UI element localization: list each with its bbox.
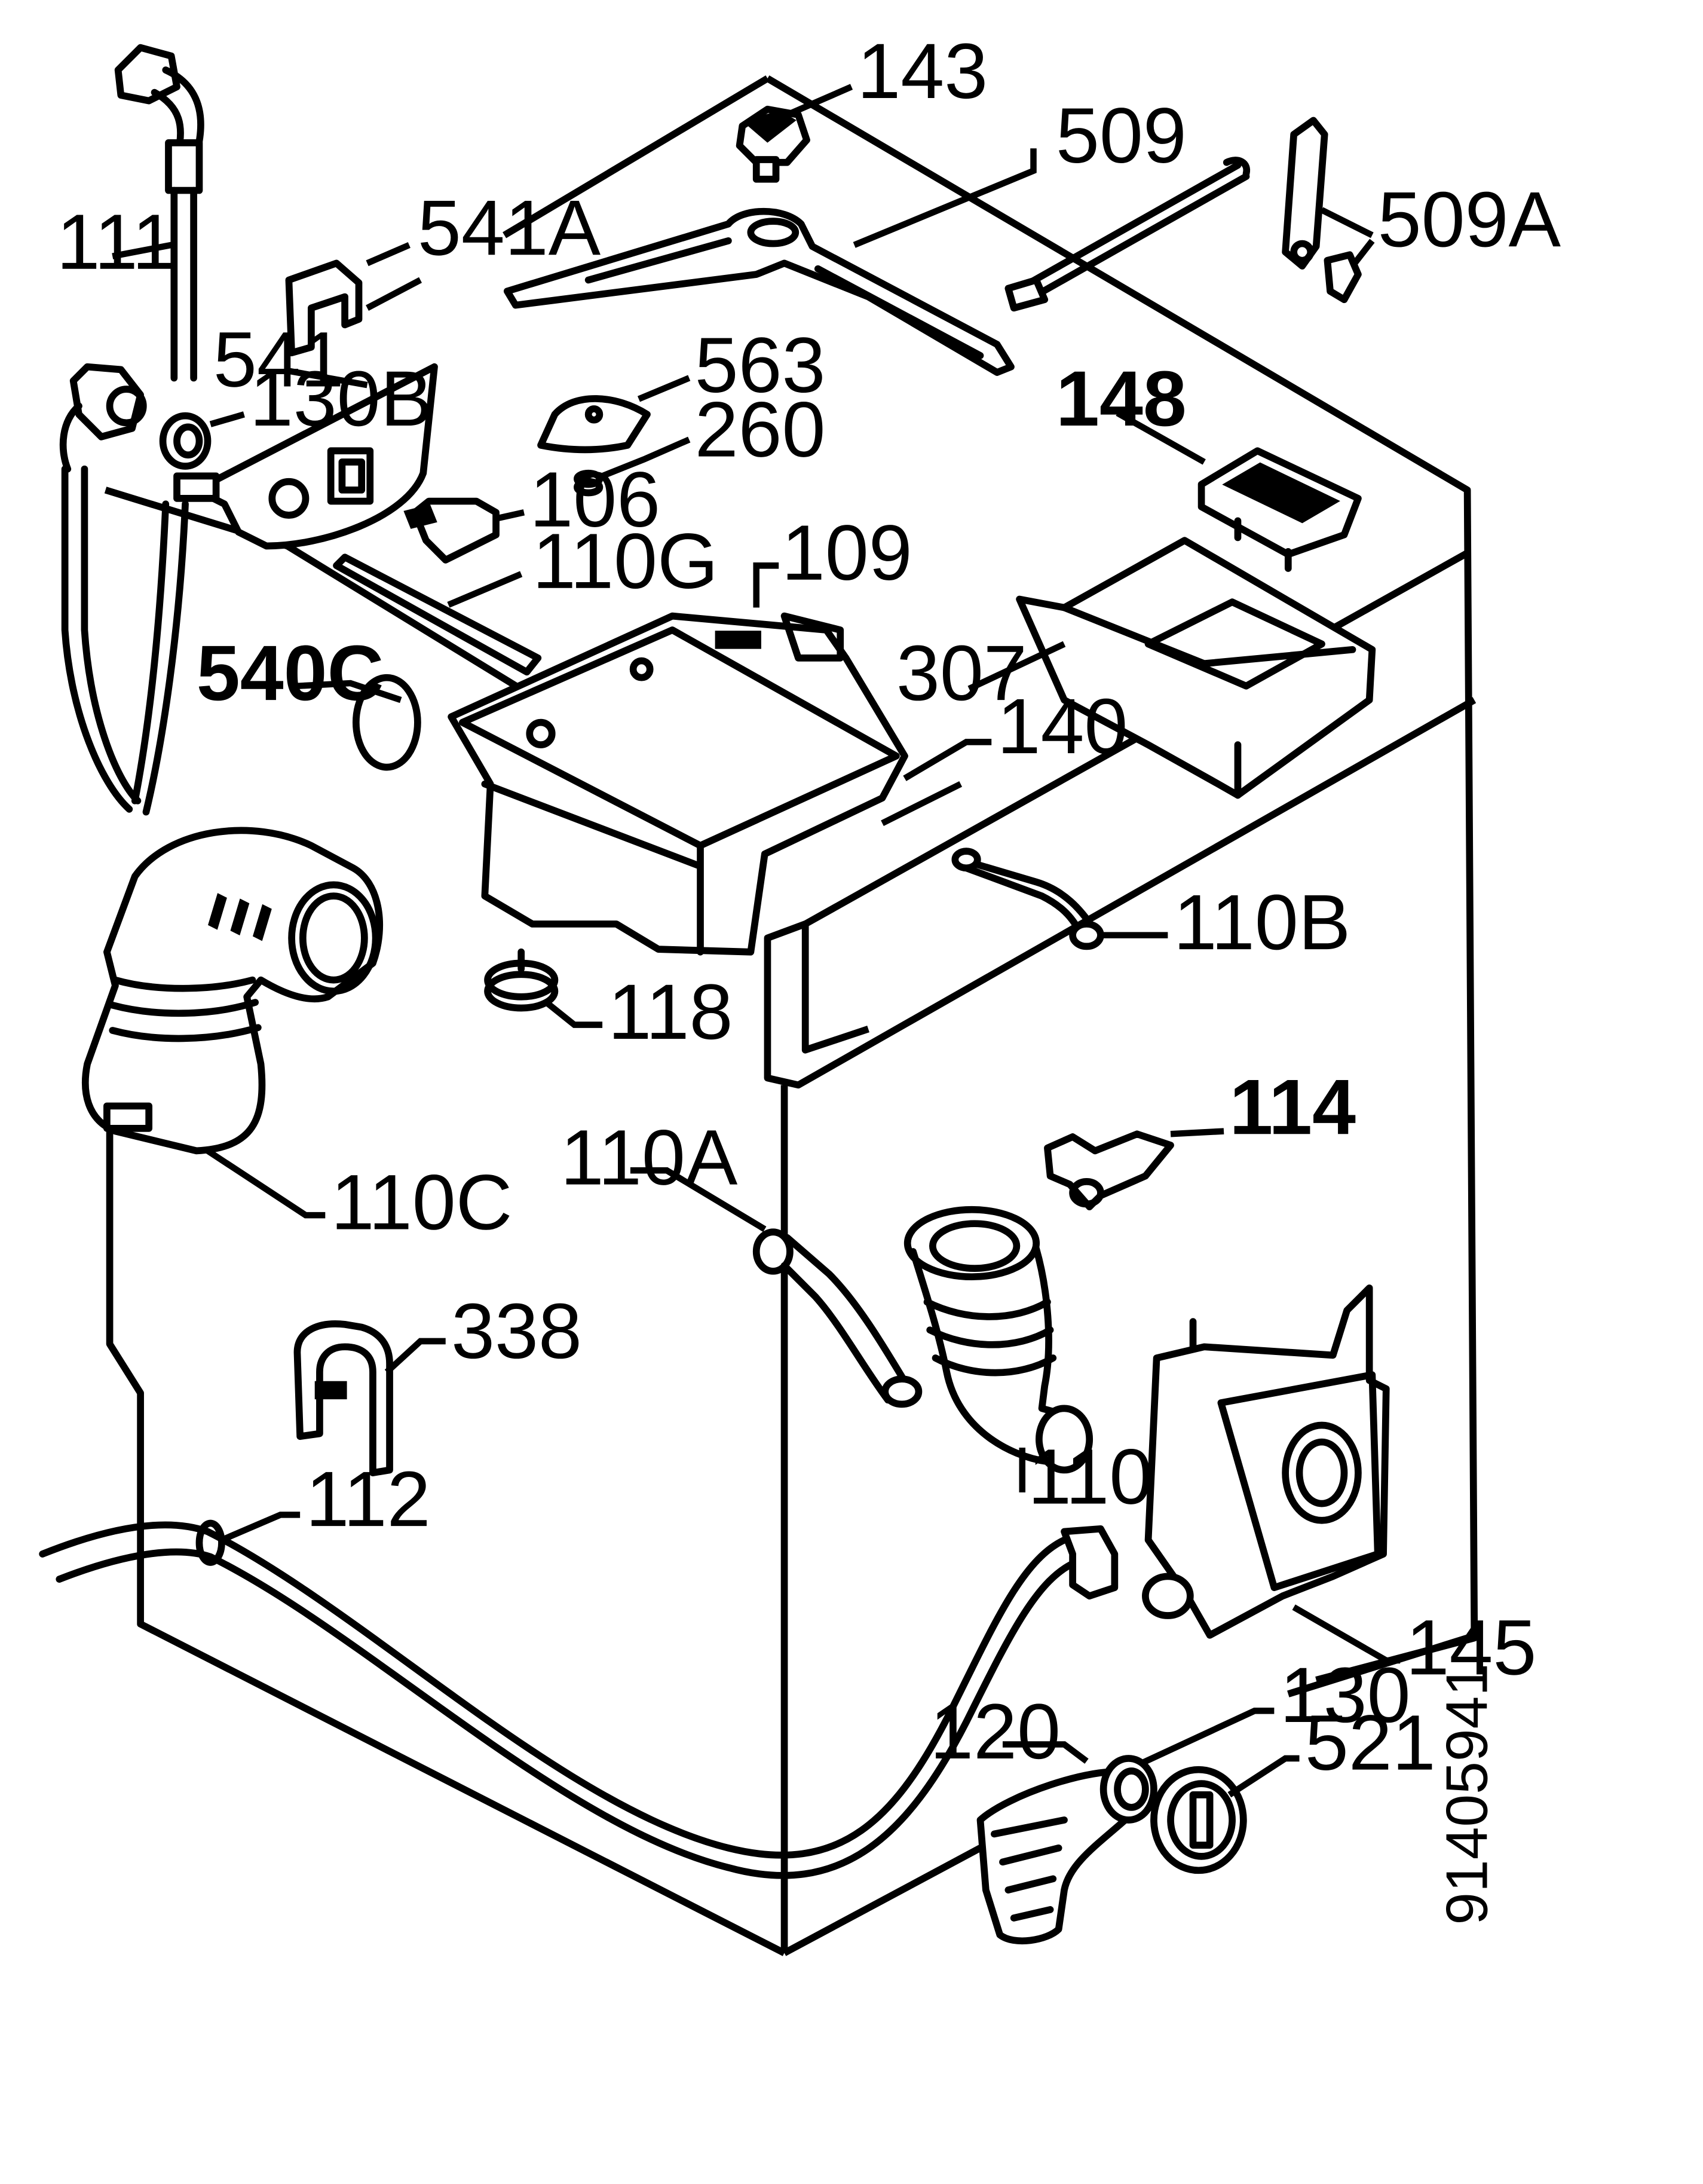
callout-110b: 110B [1174,878,1351,966]
spring-260[interactable] [574,436,691,497]
callout-145: 145 [1406,1603,1537,1691]
inlet-hose-111[interactable] [112,44,204,382]
bellows-110c[interactable] [81,827,383,1219]
filter-120[interactable] [976,1741,1135,1945]
hose-110b[interactable] [951,848,1168,950]
tube-110g[interactable] [333,553,542,676]
cover-563[interactable] [537,375,691,454]
knob-143[interactable] [736,84,853,183]
callout-112: 112 [306,1455,431,1543]
callout-140: 140 [997,682,1128,770]
callout-110a: 110A [560,1114,738,1201]
callout-118: 118 [608,968,733,1056]
callout-labels: 111 541A 541 130B 143 509 509A 563 260 1… [57,27,1561,1787]
callout-130: 130 [1280,1651,1411,1739]
callout-130b: 130B [250,354,433,442]
bracket-114[interactable] [1044,1128,1224,1210]
callout-120: 120 [930,1687,1061,1775]
callout-563: 563 [695,321,826,409]
oring-540c[interactable] [297,674,421,771]
callout-541: 541 [213,315,344,403]
callout-509a: 509A [1378,175,1561,263]
drawing-number: 91405941 [1434,1663,1499,1925]
grille-148[interactable] [1116,410,1362,572]
callout-114: 114 [1229,1063,1356,1151]
clip-541a[interactable] [285,242,422,357]
callout-541a: 541A [418,183,601,271]
lever-arm-509[interactable] [503,148,1037,376]
callout-110: 110 [1028,1433,1153,1521]
callout-509: 509 [1056,91,1187,179]
callout-540c: 540C [197,629,384,717]
inlet-hose-lower[interactable] [59,363,189,816]
callout-521: 521 [1305,1699,1436,1787]
callout-307: 307 [896,629,1027,717]
hose-110a[interactable] [630,1167,923,1408]
dispenser-housing-109-140[interactable] [448,562,992,956]
callout-106: 106 [529,455,660,543]
callout-148: 148 [1056,354,1187,442]
pump-145[interactable] [1142,1284,1401,1664]
callout-111: 111 [57,198,176,286]
clip-338[interactable] [293,1320,446,1476]
cap-521[interactable] [1150,1755,1300,1874]
callout-338: 338 [451,1287,582,1375]
washer-130b[interactable] [159,411,245,470]
rod-509-link[interactable] [1004,157,1251,312]
drain-hose-112[interactable] [39,1512,1119,1879]
lever-509a[interactable] [1282,117,1375,304]
seal-130[interactable] [1099,1708,1275,1824]
latch-106[interactable] [403,497,525,564]
foot-118[interactable] [484,948,603,1028]
callout-110g: 110G [532,517,718,605]
drawer-307[interactable] [967,537,1376,799]
bellows-110[interactable] [903,1206,1094,1492]
bracket-541[interactable] [173,363,438,550]
callout-260: 260 [695,386,826,473]
callout-109: 109 [782,509,912,597]
callout-143: 143 [857,27,988,115]
callout-110c: 110C [331,1158,513,1246]
